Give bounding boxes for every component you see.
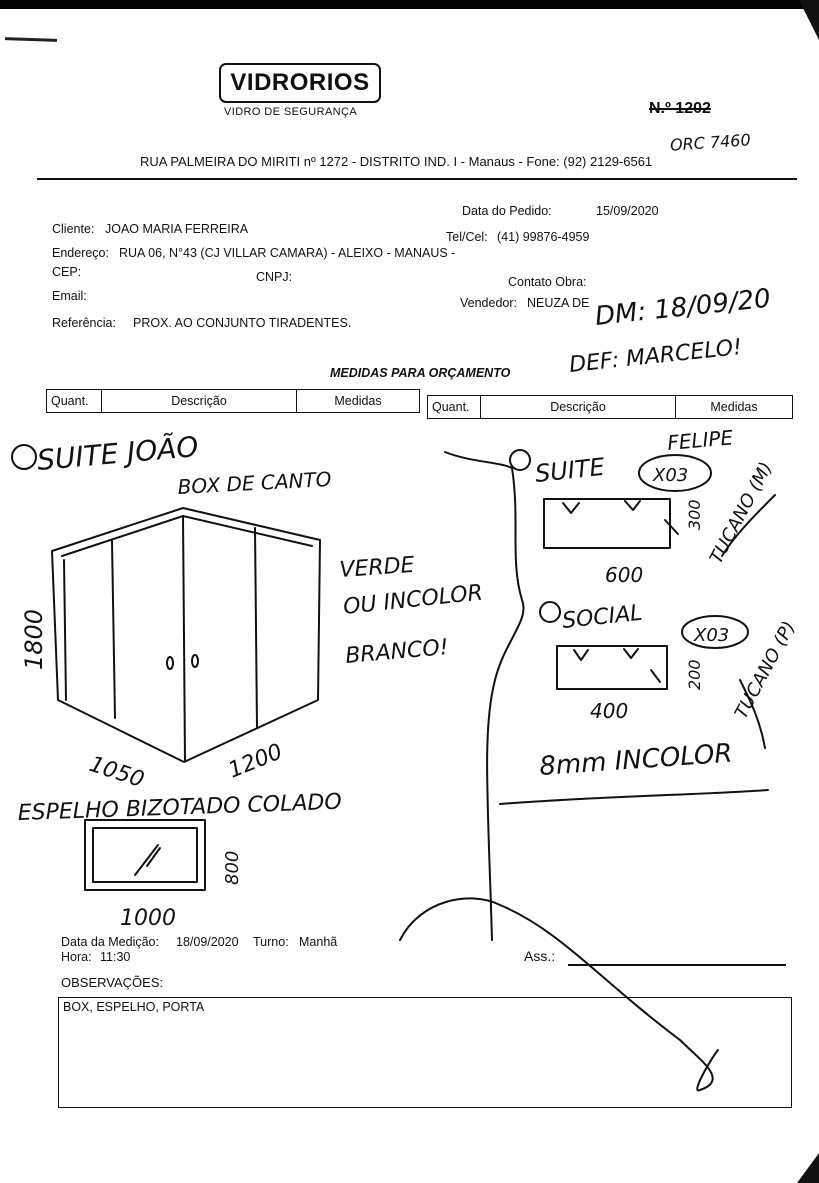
time-value: 11:30 [100, 950, 131, 964]
order-date-label: Data do Pedido: [462, 204, 552, 218]
handwritten-box-type: BOX DE CANTO [177, 467, 332, 499]
company-logo: VIDRORIOS [219, 63, 381, 103]
seller-value: NEUZA DE [527, 296, 590, 310]
company-address: RUA PALMEIRA DO MIRITI nº 1272 - DISTRIT… [140, 154, 653, 169]
bullet-circle [509, 449, 531, 471]
reference-value: PROX. AO CONJUNTO TIRADENTES. [133, 316, 352, 330]
handwritten-client-name: FELIPE [666, 425, 734, 455]
order-date-value: 15/09/2020 [596, 204, 659, 218]
handwritten-social-height: 200 [685, 659, 704, 690]
client-label: Cliente: [52, 222, 95, 236]
bullet-circle [11, 444, 37, 470]
measures-title: MEDIDAS PARA ORÇAMENTO [330, 366, 511, 380]
handwritten-measure-date: DM: 18/09/20 [594, 284, 772, 332]
client-value: JOAO MARIA FERREIRA [105, 222, 249, 236]
col-measures: Medidas [675, 395, 793, 419]
handwritten-suite-width: 600 [605, 563, 643, 587]
handwritten-defined-by: DEF: MARCELO! [568, 335, 743, 378]
handwritten-suite-finish: TUCANO (M) [706, 459, 777, 568]
handwritten-social-quantity: X03 [693, 625, 729, 646]
measurement-date-value: 18/09/2020 [176, 935, 239, 949]
handwritten-mirror-width: 1000 [120, 906, 176, 931]
observations-box: BOX, ESPELHO, PORTA [58, 997, 792, 1108]
handwritten-suite-label: SUITE [534, 453, 607, 488]
handwritten-social-label: SOCIAL [561, 601, 644, 634]
handwritten-suite-title: SUITE JOÃO [36, 430, 200, 477]
pen-underline-stroke [499, 789, 769, 805]
col-description: Descrição [480, 395, 676, 419]
reference-label: Referência: [52, 316, 116, 330]
handwritten-social-finish: TUCANO (P) [731, 618, 800, 723]
handwritten-mirror-height: 800 [222, 851, 243, 885]
document-number: N.º 1202 [649, 100, 711, 117]
pen-slash-stroke [739, 679, 766, 749]
scan-top-edge [0, 0, 819, 9]
pen-swirl-stroke [444, 451, 525, 941]
mirror-sketch [84, 819, 206, 891]
handwritten-box-height: 1800 [20, 609, 48, 670]
measures-header-right: Quant. Descrição Medidas [427, 395, 793, 419]
shift-label: Turno: [253, 935, 289, 949]
address-value: RUA 06, N°43 (CJ VILLAR CAMARA) - ALEIXO… [119, 246, 456, 260]
handwritten-box-width-b: 1200 [225, 739, 286, 783]
bullet-circle [539, 601, 561, 623]
observations-label: OBSERVAÇÕES: [61, 975, 164, 990]
cnpj-label: CNPJ: [256, 270, 293, 284]
scan-corner-top-right [799, 0, 819, 40]
cep-label: CEP: [52, 265, 82, 279]
col-quantity: Quant. [46, 389, 102, 413]
handwritten-social-width: 400 [590, 699, 628, 723]
handwritten-color-option-3: BRANCO! [344, 635, 449, 669]
email-label: Email: [52, 289, 87, 303]
time-label: Hora: [61, 950, 92, 964]
seller-label: Vendedor: [460, 296, 517, 310]
address-label: Endereço: [52, 246, 109, 260]
corner-shower-box-sketch [51, 507, 321, 763]
col-measures: Medidas [296, 389, 420, 413]
pen-loop-stroke [399, 897, 719, 1092]
handwritten-box-width-a: 1050 [86, 752, 147, 793]
handwritten-suite-height: 300 [685, 499, 704, 530]
company-tagline: VIDRO DE SEGURANÇA [224, 106, 358, 118]
contact-label: Contato Obra: [508, 275, 587, 289]
measurement-date-label: Data da Medição: [61, 935, 159, 949]
header-divider [37, 178, 797, 180]
social-window-sketch [556, 615, 749, 690]
scan-corner-bottom-right [797, 1153, 819, 1183]
handwritten-suite-quantity: X03 [652, 465, 688, 486]
shift-value: Manhã [299, 935, 338, 949]
pen-slash-stroke [721, 494, 776, 557]
suite-window-sketch [543, 454, 712, 549]
phone-label: Tel/Cel: [446, 230, 488, 244]
signature-label: Ass.: [524, 948, 556, 964]
signature-line [568, 964, 786, 966]
handwritten-glass-spec: 8mm INCOLOR [538, 739, 733, 782]
col-description: Descrição [101, 389, 297, 413]
measures-header-left: Quant. Descrição Medidas [46, 389, 420, 413]
handwritten-color-option-1: VERDE [339, 553, 416, 583]
observations-text: BOX, ESPELHO, PORTA [63, 1000, 205, 1014]
handwritten-color-option-2: OU INCOLOR [342, 580, 484, 620]
phone-value: (41) 99876-4959 [497, 230, 590, 244]
